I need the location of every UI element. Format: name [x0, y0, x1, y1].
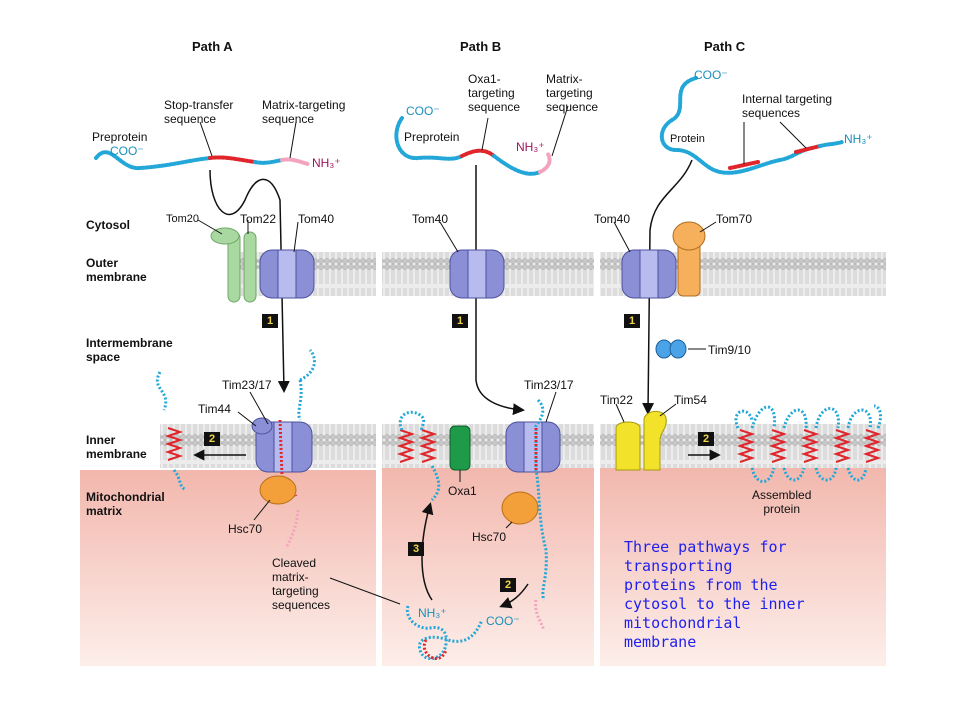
path-a-inserted-helix: [164, 427, 184, 461]
path-b-coo-bottom-label: COO⁻: [486, 614, 520, 628]
path-a-hsc70-label: Hsc70: [228, 522, 263, 536]
path-a-chain-mid: [253, 158, 284, 165]
path-c-tim54: [643, 411, 667, 471]
path-b-tim23-17-label: Tim23/17: [524, 378, 574, 392]
path-b-transport-arrow: [475, 165, 525, 416]
path-b-step-2: 2: [500, 578, 516, 592]
path-c-tom40-label: Tom40: [594, 212, 631, 226]
path-b-step-3: 3: [408, 542, 424, 556]
figure-caption: Three pathways for transporting proteins…: [624, 538, 805, 651]
path-a-header: Path A: [192, 39, 233, 54]
path-b-hsc70: [501, 491, 539, 525]
path-b-step-1: 1: [452, 314, 468, 328]
region-inner-membrane: Inner membrane: [86, 433, 147, 461]
region-cytosol: Cytosol: [86, 218, 131, 232]
path-b-matrix-targeting-label: Matrix- targeting sequence: [546, 72, 599, 114]
path-b-matrix-seq: [538, 152, 552, 174]
region-outer-membrane: Outer membrane: [86, 256, 147, 284]
path-a-tom22: [243, 231, 257, 303]
path-b-inserted-helix: [396, 429, 416, 463]
path-a-step-2: 2: [204, 432, 220, 446]
path-b-oxa1-seq: [460, 148, 496, 158]
path-a-preprotein-label: Preprotein: [92, 130, 148, 144]
path-a-matrix-targeting-label: Matrix-targeting sequence: [262, 98, 346, 126]
inner-membrane-b: [382, 424, 594, 468]
region-matrix: Mitochondrial matrix: [86, 490, 165, 518]
path-c-tim22: [615, 421, 641, 471]
path-c-tim54-label: Tim54: [674, 393, 707, 407]
path-b-nh3-bottom-label: NH₃⁺: [418, 606, 447, 620]
path-c-protein-chain: [660, 76, 782, 175]
path-a-tim44-label: Tim44: [198, 402, 231, 416]
path-b-oxa1-label: Oxa1: [448, 484, 477, 498]
panel-a-matrix-left: [80, 470, 236, 666]
path-c-transport-arrow: [642, 159, 693, 415]
path-a-tom40-label: Tom40: [298, 212, 335, 226]
panel-a-matrix: [236, 470, 376, 666]
path-b-coo-label: COO⁻: [406, 104, 440, 118]
path-c-internal-targeting-label: Internal targeting sequences: [742, 92, 833, 120]
path-c-nh3-label: NH₃⁺: [844, 132, 873, 146]
path-a-nh3-label: NH₃⁺: [312, 156, 341, 170]
path-c-tim22-label: Tim22: [600, 393, 633, 407]
path-a-cleaved-label: Cleaved matrix- targeting sequences: [272, 556, 331, 612]
path-a-step-1: 1: [262, 314, 278, 328]
path-a-tim44: [251, 417, 273, 435]
path-c-internal-seq-1: [728, 160, 760, 170]
path-c-coo-label: COO⁻: [694, 68, 728, 82]
path-b-tom40-label: Tom40: [412, 212, 449, 226]
path-b-arrow-3: [421, 502, 434, 601]
path-a-hsc70: [259, 475, 297, 505]
path-b-nh3-label: NH₃⁺: [516, 140, 545, 154]
path-c-header: Path C: [704, 39, 746, 54]
path-c-assembled-protein: [734, 404, 882, 483]
path-b-folded-protein: [405, 605, 484, 660]
path-b-arrow-2: [499, 583, 529, 609]
path-a-tim23-17-label: Tim23/17: [222, 378, 272, 392]
path-a-transport-arrow: [209, 169, 290, 393]
panel-b-matrix: [382, 466, 594, 666]
path-a-tom20-label: Tom20: [166, 213, 200, 225]
path-a-preprotein-chain: [94, 150, 212, 171]
path-b-oxa1-targeting-label: Oxa1- targeting sequence: [468, 72, 521, 114]
path-c-step-2: 2: [698, 432, 714, 446]
path-b-preprotein-label: Preprotein: [404, 130, 460, 144]
path-a-matrix-seq: [280, 157, 310, 166]
path-b-hsc70-label: Hsc70: [472, 530, 507, 544]
path-c-step-1: 1: [624, 314, 640, 328]
path-a-stop-transfer-label: Stop-transfer sequence: [164, 98, 234, 126]
path-a-tom22-label: Tom22: [240, 212, 277, 226]
path-c-protein-label: Protein: [670, 133, 705, 145]
path-b-preprotein-chain: [394, 116, 464, 161]
path-c-tim9-10-label: Tim9/10: [708, 343, 751, 357]
panel-c-matrix: [600, 466, 886, 666]
path-c-tom70-label: Tom70: [716, 212, 753, 226]
path-c-assembled-label: Assembled protein: [752, 488, 812, 516]
path-a-coo-label: COO⁻: [110, 144, 144, 158]
path-c-internal-seq-2: [794, 144, 822, 154]
path-b-header: Path B: [460, 39, 502, 54]
path-b-oxa1: [449, 425, 471, 471]
region-intermembrane-space: Intermembrane space: [86, 336, 173, 364]
path-a-stop-transfer-seq: [208, 155, 257, 164]
